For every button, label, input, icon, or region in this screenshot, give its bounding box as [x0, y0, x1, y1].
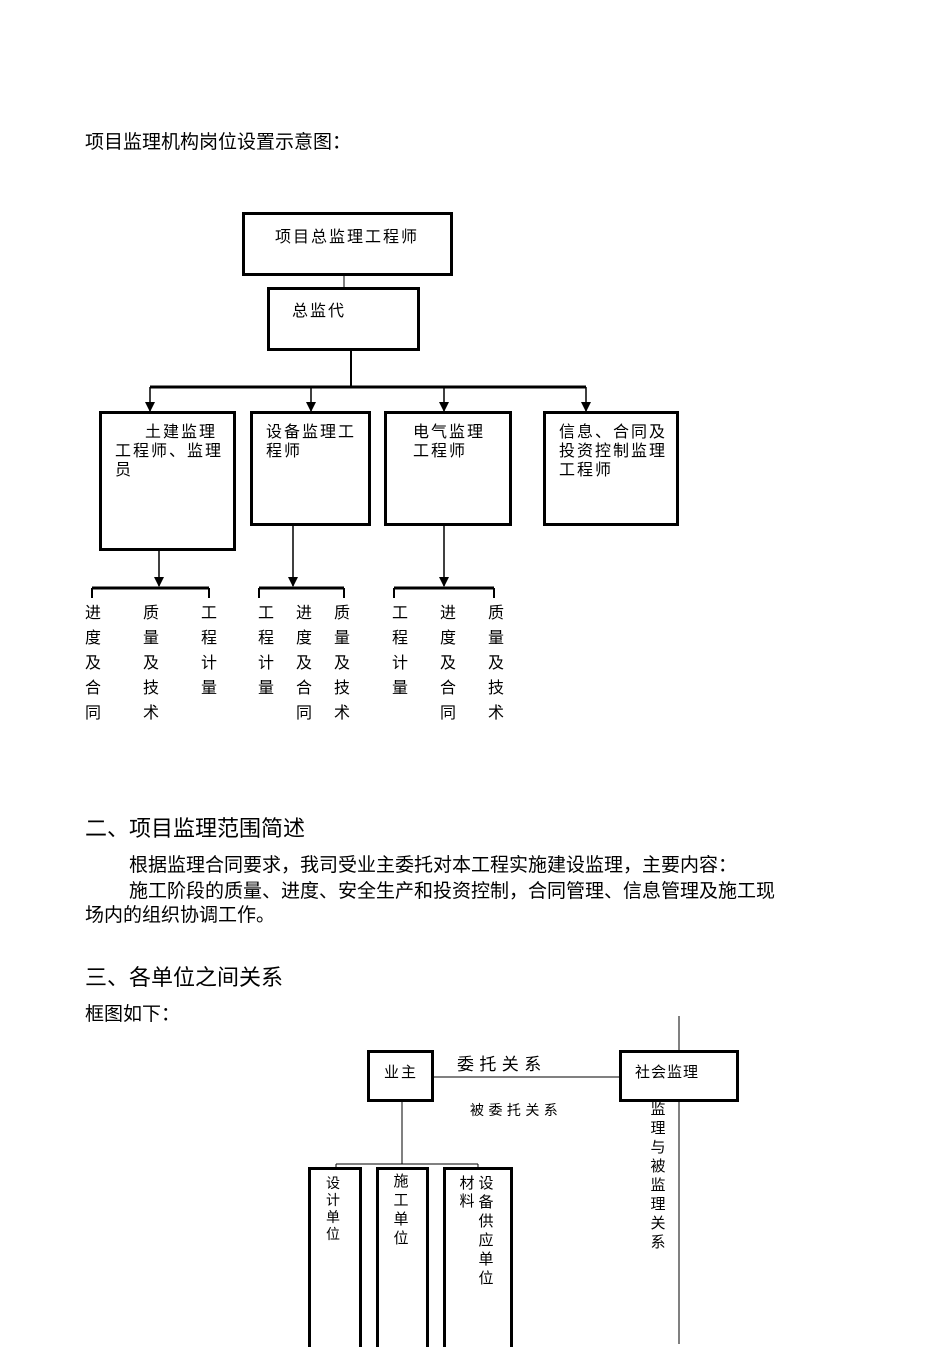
- equipment-engineer-label: 设备监理工程师: [266, 422, 357, 460]
- section-2-title: 二、项目监理范围简述: [85, 817, 306, 842]
- duty-equip-quality: 质量及技术: [333, 603, 350, 722]
- info-contract-engineer-label: 信息、合同及投资控制监理工程师: [559, 422, 668, 479]
- deputy-box: 总监代: [267, 287, 420, 351]
- owner-box: 业主: [367, 1050, 434, 1102]
- section-3-intro: 框图如下：: [85, 1003, 181, 1025]
- construction-unit-label: 施工单位: [393, 1172, 409, 1247]
- duty-elec-progress: 进度及合同: [439, 603, 456, 722]
- section-3-title: 三、各单位之间关系: [85, 966, 284, 991]
- section-2-para2-line2: 场内的组织协调工作。: [85, 904, 276, 926]
- chief-engineer-label: 项目总监理工程师: [275, 227, 420, 246]
- design-unit-label: 设计单位: [326, 1176, 340, 1243]
- entrust-relation-label: 委 托 关 系: [457, 1055, 542, 1075]
- duty-elec-measure: 工程计量: [391, 603, 408, 697]
- duty-civil-progress: 进度及合同: [84, 603, 101, 722]
- electrical-engineer-label: 电气监理工程师: [413, 422, 486, 460]
- entrusted-relation-label: 被 委 托 关 系: [470, 1103, 558, 1119]
- construction-unit-box: 施工单位: [376, 1167, 429, 1347]
- material-label-wrap: 材料 设备供应单位: [458, 1174, 496, 1288]
- duty-equip-measure: 工程计量: [257, 603, 274, 697]
- duty-civil-measure: 工程计量: [200, 603, 217, 697]
- section-2-para1: 根据监理合同要求，我司受业主委托对本工程实施建设监理，主要内容：: [129, 854, 738, 876]
- civil-engineer-label: 土建监理工程师、监理员: [115, 422, 224, 479]
- design-unit-box: 设计单位: [308, 1167, 362, 1347]
- duty-elec-quality: 质量及技术: [487, 603, 504, 722]
- supervisor-box: 社会监理: [619, 1050, 739, 1102]
- chief-engineer-box: 项目总监理工程师: [242, 212, 453, 276]
- equipment-supply-box: 材料 设备供应单位: [443, 1167, 513, 1347]
- supervise-relation-label: 监理与被监理关系: [650, 1100, 666, 1251]
- deputy-label: 总监代: [292, 301, 347, 320]
- equipment-supply-label: 设备供应单位: [478, 1174, 494, 1287]
- material-label: 材料: [459, 1174, 475, 1210]
- supervisor-label: 社会监理: [635, 1063, 700, 1081]
- section-2-para2-line1: 施工阶段的质量、进度、安全生产和投资控制，合同管理、信息管理及施工现: [129, 880, 776, 902]
- duty-civil-quality: 质量及技术: [142, 603, 159, 722]
- org-chart-heading: 项目监理机构岗位设置示意图：: [85, 131, 352, 153]
- duty-equip-progress: 进度及合同: [295, 603, 312, 722]
- equipment-engineer-box: 设备监理工程师: [250, 411, 371, 526]
- owner-label: 业主: [384, 1063, 419, 1081]
- info-contract-engineer-box: 信息、合同及投资控制监理工程师: [543, 411, 679, 526]
- civil-engineer-box: 土建监理工程师、监理员: [99, 411, 236, 551]
- electrical-engineer-box: 电气监理工程师: [384, 411, 512, 526]
